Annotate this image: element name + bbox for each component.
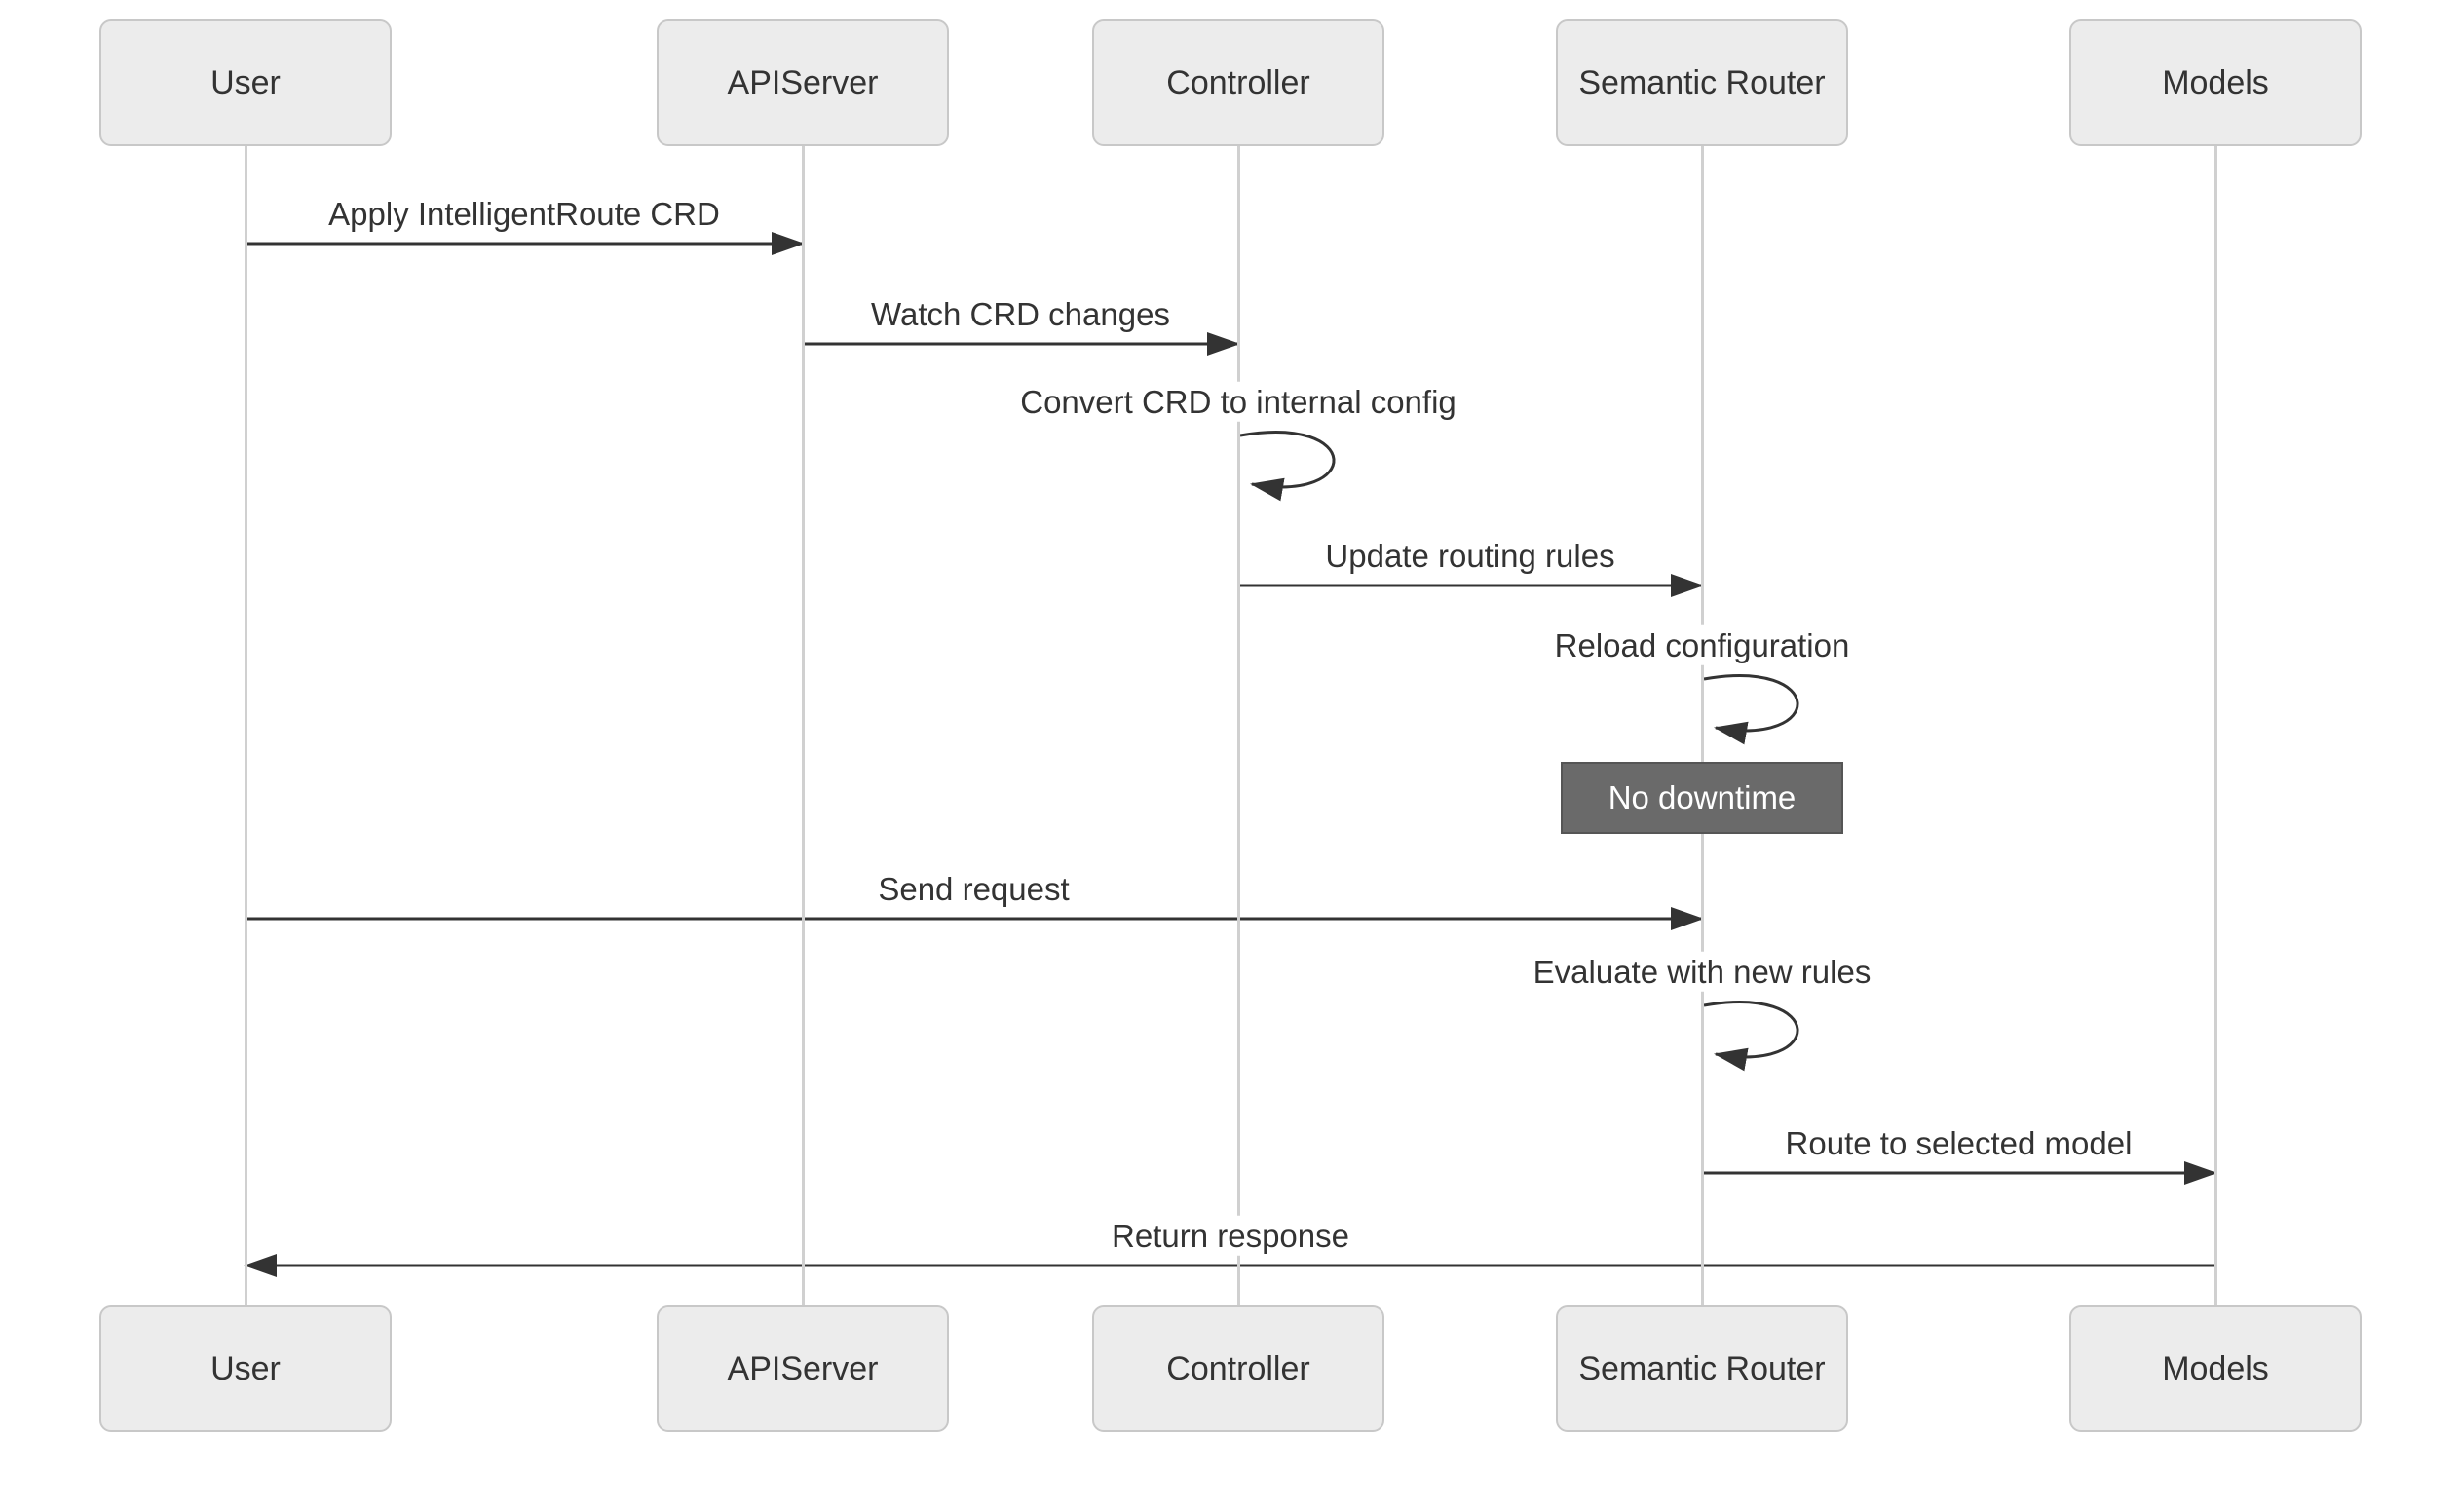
message-label-9: Return response	[1106, 1215, 1355, 1256]
actor-top-box-controller: Controller	[1092, 19, 1384, 146]
actor-label: User	[210, 63, 281, 101]
actor-label: Controller	[1166, 1349, 1310, 1387]
self-loop-controller	[1239, 431, 1336, 502]
lifeline-apiserver	[801, 146, 805, 1305]
actor-label: APIServer	[727, 63, 879, 101]
note-box: No downtime	[1561, 762, 1843, 834]
actor-bottom-box-apiserver: APIServer	[657, 1305, 949, 1432]
message-label-0: Apply IntelligentRoute CRD	[322, 193, 726, 234]
actor-bottom-box-controller: Controller	[1092, 1305, 1384, 1432]
actor-top-box-apiserver: APIServer	[657, 19, 949, 146]
message-label-1: Watch CRD changes	[865, 293, 1176, 334]
lifeline-models	[2213, 146, 2217, 1305]
actor-top-box-models: Models	[2069, 19, 2362, 146]
self-loop-semantic_router	[1703, 1001, 1799, 1072]
actor-label: Semantic Router	[1578, 63, 1826, 101]
actor-label: Models	[2162, 1349, 2269, 1387]
actor-top-box-semantic_router: Semantic Router	[1556, 19, 1848, 146]
actor-bottom-box-semantic_router: Semantic Router	[1556, 1305, 1848, 1432]
actor-label: User	[210, 1349, 281, 1387]
actor-top-box-user: User	[99, 19, 392, 146]
actor-label: Semantic Router	[1578, 1349, 1826, 1387]
lifeline-user	[244, 146, 247, 1305]
lifeline-controller	[1236, 146, 1240, 1305]
message-label-8: Route to selected model	[1779, 1122, 2138, 1163]
self-message-label-2: Convert CRD to internal config	[1014, 381, 1462, 422]
self-loop-semantic_router	[1703, 674, 1799, 745]
actor-label: Controller	[1166, 63, 1310, 101]
actor-label: APIServer	[727, 1349, 879, 1387]
actor-bottom-box-models: Models	[2069, 1305, 2362, 1432]
self-message-label-7: Evaluate with new rules	[1527, 951, 1877, 992]
actor-bottom-box-user: User	[99, 1305, 392, 1432]
lifeline-semantic_router	[1700, 146, 1704, 1305]
actor-label: Models	[2162, 63, 2269, 101]
self-message-label-4: Reload configuration	[1548, 624, 1856, 665]
message-label-3: Update routing rules	[1319, 535, 1621, 576]
note-label: No downtime	[1608, 779, 1797, 815]
message-label-6: Send request	[872, 868, 1076, 909]
